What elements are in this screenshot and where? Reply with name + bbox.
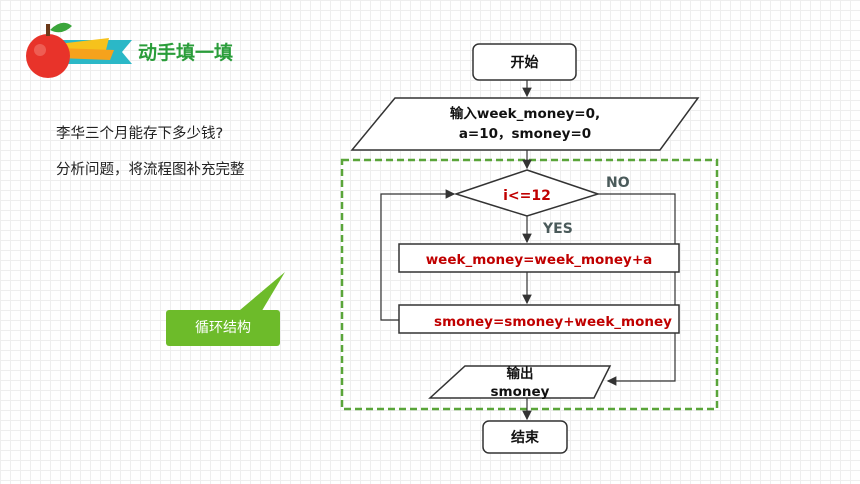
no-label: NO — [606, 175, 630, 191]
start-node — [472, 43, 577, 81]
input-label-line1: 输入week_money=0, — [450, 105, 600, 122]
end-node — [482, 420, 568, 454]
input-label-line2: a=10，smoney=0 — [459, 126, 591, 142]
output-label-line1: 输出 — [507, 365, 534, 382]
process-week-money — [398, 243, 680, 273]
instruction-text: 分析问题，将流程图补充完整 — [56, 162, 245, 178]
end-label: 结束 — [511, 429, 540, 446]
yes-label: YES — [542, 221, 573, 237]
callout-label: 循环结构 — [195, 320, 251, 336]
question-text: 李华三个月能存下多少钱? — [56, 126, 224, 142]
input-node — [350, 97, 700, 151]
page-title: 动手填一填 — [138, 42, 234, 64]
callout-bubble — [166, 272, 285, 346]
process-week-money-label: week_money=week_money+a — [426, 252, 653, 268]
start-label: 开始 — [511, 54, 539, 71]
condition-label: i<=12 — [503, 188, 551, 204]
output-label-line2: smoney — [491, 384, 550, 400]
process-smoney — [398, 304, 680, 334]
apple-logo-icon — [26, 22, 132, 78]
output-node — [428, 365, 612, 399]
process-smoney-label: smoney=smoney+week_money — [434, 314, 672, 330]
